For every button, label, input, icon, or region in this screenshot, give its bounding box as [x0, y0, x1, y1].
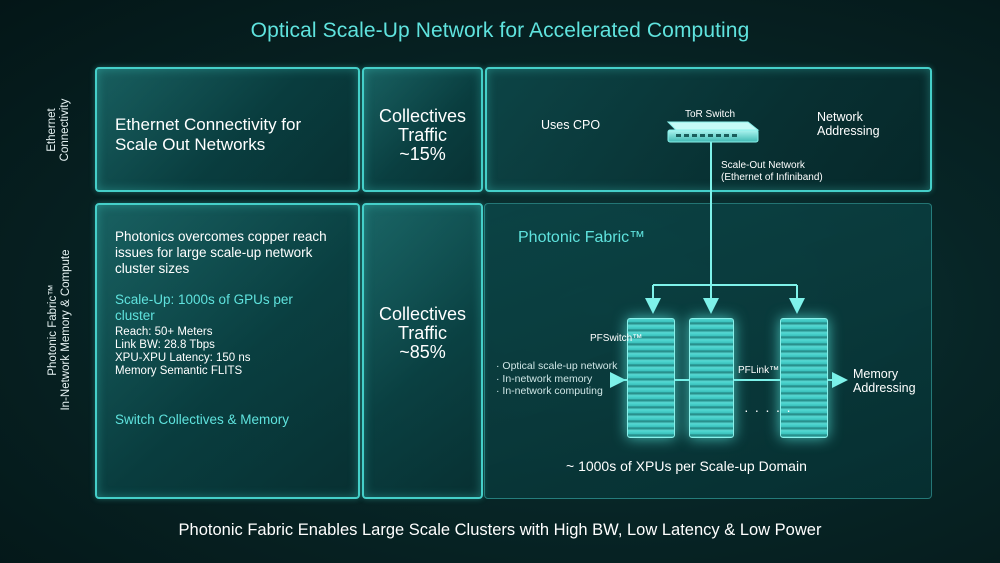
rack-ellipsis: · · · · ·	[744, 402, 792, 418]
tor-switch-icon	[666, 121, 760, 143]
fabric-features: · Optical scale-up network · In-network …	[496, 360, 617, 398]
pfswitch-label: PFSwitch™	[590, 333, 643, 344]
feature-text: In-network computing	[502, 385, 603, 397]
memory-addressing-label: Memory Addressing	[853, 367, 916, 395]
scale-up-domain-label: ~ 1000s of XPUs per Scale-up Domain	[566, 458, 807, 474]
spec-flits: Memory Semantic FLITS	[115, 365, 243, 377]
addressing-line: Addressing	[853, 381, 916, 395]
xpu-rack-icon	[627, 318, 675, 438]
spec-latency: XPU-XPU Latency: 150 ns	[115, 352, 251, 364]
footer-tagline: Photonic Fabric Enables Large Scale Clus…	[178, 521, 822, 539]
spec-list: Reach: 50+ Meters Link BW: 28.8 Tbps XPU…	[115, 326, 251, 378]
collectives-15: Collectives Traffic ~15%	[364, 107, 481, 164]
pflink-label: PFLink™	[738, 365, 780, 376]
ethernet-description: Ethernet Connectivity for Scale Out Netw…	[115, 115, 302, 154]
scale-out-line: Scale-Out Network	[721, 160, 805, 171]
xpu-rack-icon	[689, 318, 734, 438]
collectives-line: Collectives	[378, 106, 467, 126]
tor-switch-label: ToR Switch	[685, 109, 736, 120]
ethernet-description-panel: Ethernet Connectivity for Scale Out Netw…	[95, 67, 360, 192]
photonic-description-panel: Photonics overcomes copper reach issues …	[95, 203, 360, 499]
fabric-title: Photonic Fabric™	[518, 229, 646, 246]
photonic-intro: Photonics overcomes copper reach issues …	[115, 229, 327, 276]
scale-out-line: (Ethernet of Infiniband)	[721, 172, 823, 183]
feature-item: · In-network memory	[496, 372, 593, 385]
collectives-85-panel: Collectives Traffic ~85%	[362, 203, 483, 499]
addressing-line: Network	[817, 110, 863, 124]
collectives-line: ~85%	[399, 342, 446, 362]
collectives-85: Collectives Traffic ~85%	[364, 305, 481, 362]
collectives-line: ~15%	[399, 144, 446, 164]
collectives-line: Traffic	[397, 125, 447, 145]
spec-link-bw: Link BW: 28.8 Tbps	[115, 339, 215, 351]
scale-out-network-label: Scale-Out Network (Ethernet of Infiniban…	[721, 160, 823, 184]
collectives-15-panel: Collectives Traffic ~15%	[362, 67, 483, 192]
page-title: Optical Scale-Up Network for Accelerated…	[250, 19, 750, 42]
spec-reach: Reach: 50+ Meters	[115, 326, 213, 338]
switch-collectives-label: Switch Collectives & Memory	[115, 412, 290, 427]
addressing-line: Addressing	[817, 124, 880, 138]
feature-item: · Optical scale-up network	[496, 360, 618, 372]
feature-text: Optical scale-up network	[502, 360, 618, 372]
xpu-rack-icon	[780, 318, 828, 438]
scale-up-label: Scale-Up: 1000s of GPUs per cluster	[115, 292, 293, 323]
feature-text: In-network memory	[502, 372, 593, 385]
feature-item: · In-network computing	[496, 385, 603, 397]
network-addressing-label: Network Addressing	[817, 110, 880, 138]
collectives-line: Collectives	[378, 304, 467, 324]
uses-cpo-label: Uses CPO	[541, 118, 601, 132]
collectives-line: Traffic	[397, 323, 447, 343]
addressing-line: Memory	[853, 367, 899, 381]
